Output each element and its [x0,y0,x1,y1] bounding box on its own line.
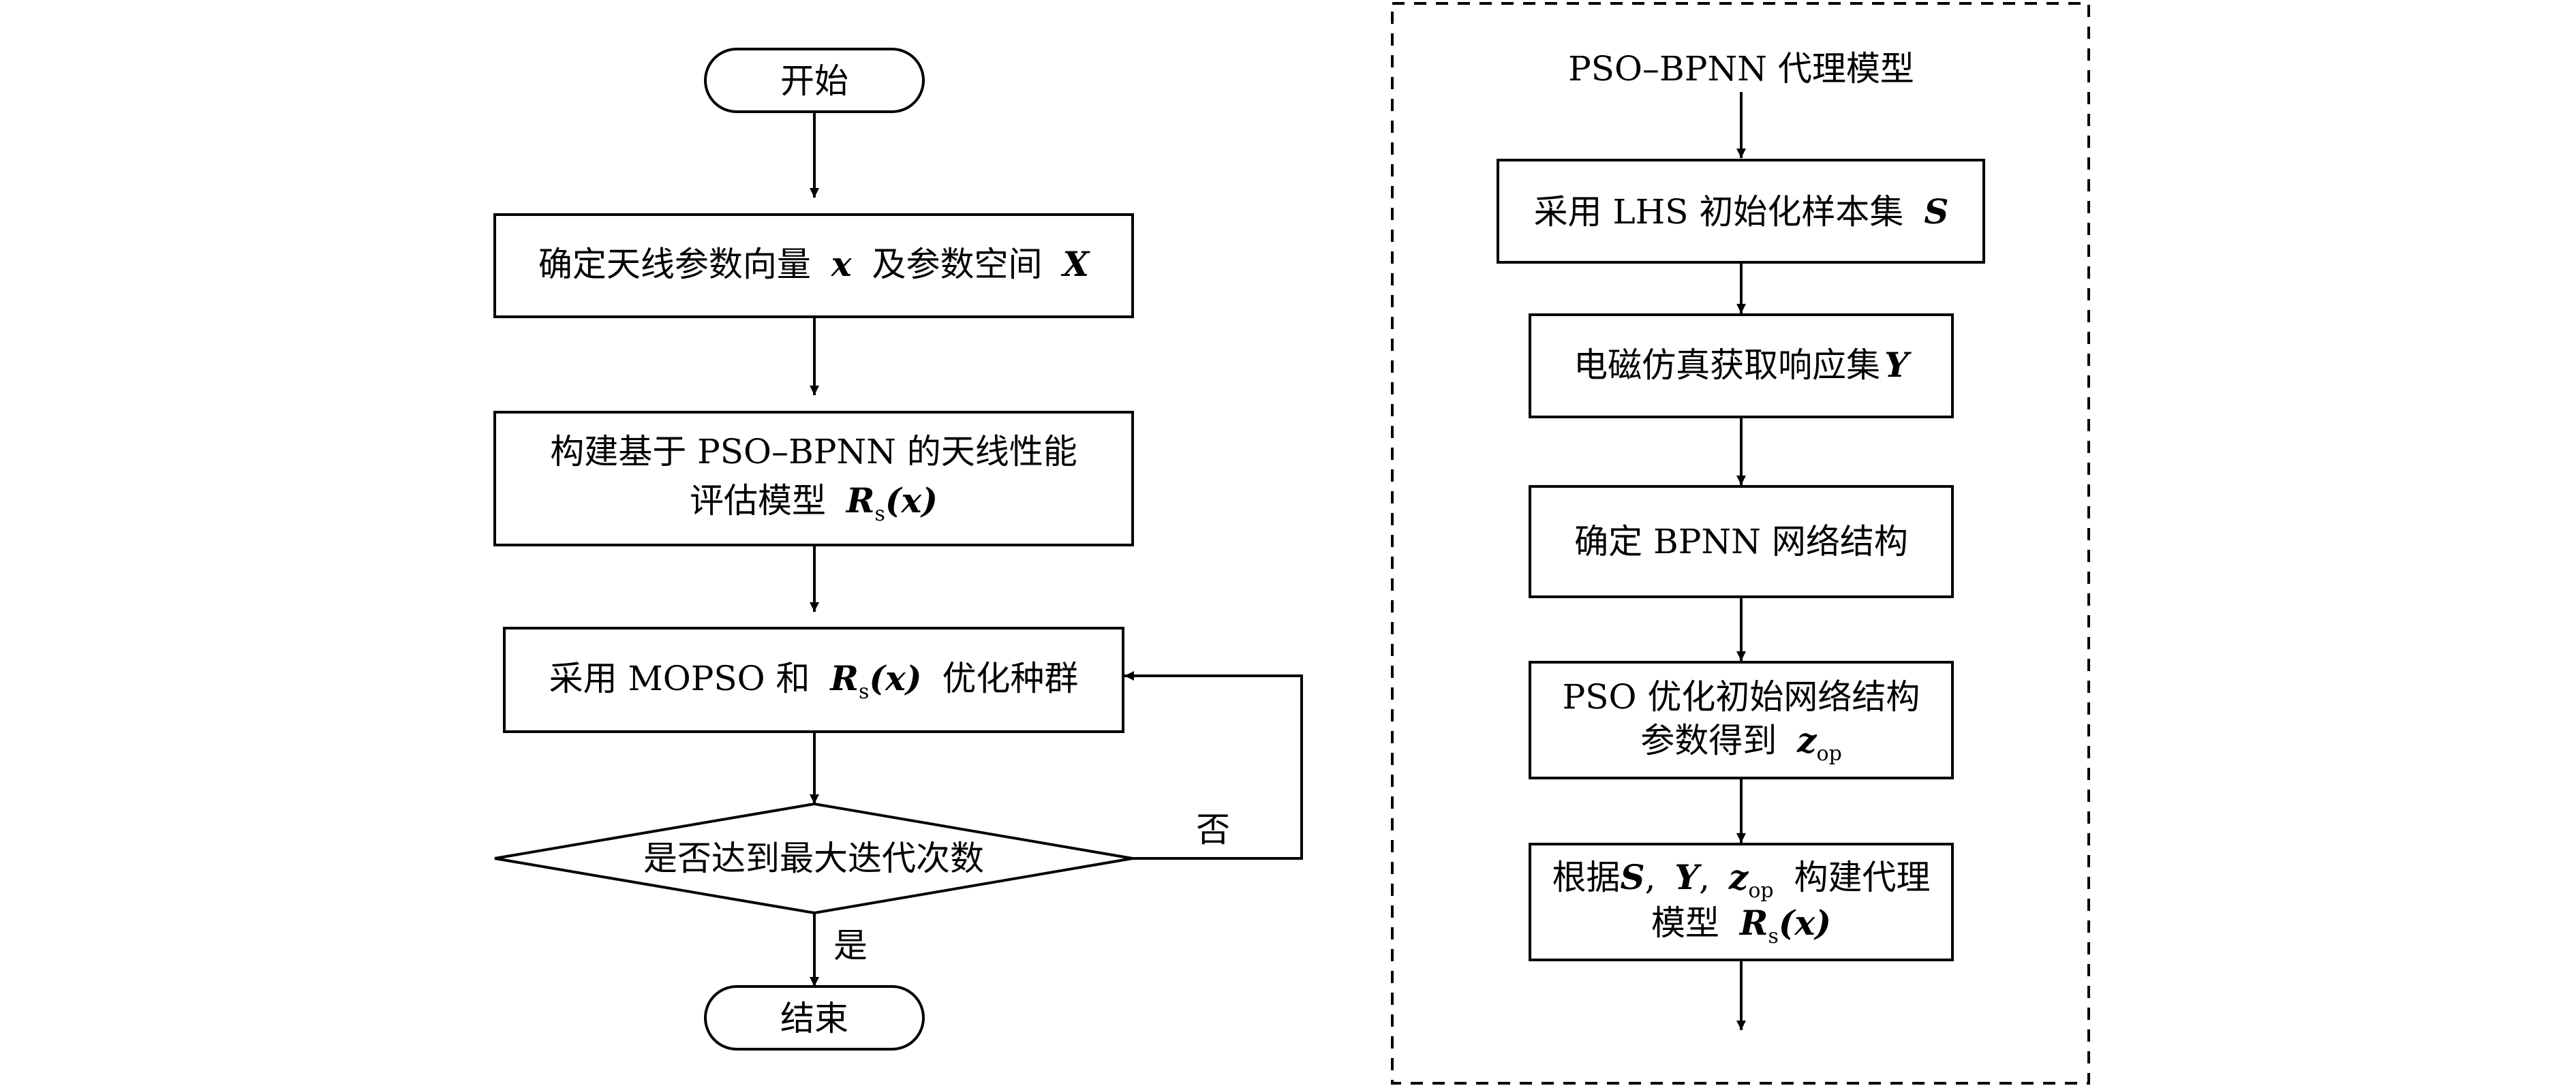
surrogate-model-title: PSO–BPNN 代理模型 [1568,49,1914,89]
build-surrogate-line1: 根据S, Y, zop 构建代理 [1552,857,1930,905]
define-parameters-box [493,213,1134,318]
optimize-population-text: 采用 MOPSO 和 Rs(x) 优化种群 [549,658,1079,704]
decision-label: 是否达到最大迭代次数 [643,839,984,878]
yes-label: 是 [833,926,868,965]
em-simulation-box [1529,313,1954,418]
pso-optimize-line2: 参数得到 zop [1640,720,1842,766]
surrogate-model-dashed-frame [1391,2,2090,1085]
no-label: 否 [1196,810,1230,850]
start-label: 开始 [780,61,848,101]
bpnn-structure-text: 确定 BPNN 网络结构 [1574,522,1908,561]
define-parameters-text: 确定天线参数向量 x 及参数空间 X [538,244,1091,284]
build-model-line2: 评估模型 Rs(x) [690,480,938,526]
end-label: 结束 [780,999,848,1038]
bpnn-structure-box [1529,485,1954,598]
pso-optimize-box [1529,661,1954,779]
end-terminal [704,985,925,1051]
build-surrogate-line2: 模型 Rs(x) [1651,903,1831,948]
lhs-sample-text: 采用 LHS 初始化样本集 S [1534,191,1949,232]
pso-optimize-line1: PSO 优化初始网络结构 [1563,677,1920,717]
loop-back-arrow [1124,671,1303,860]
build-surrogate-box [1529,843,1954,961]
lhs-sample-box [1497,159,1985,264]
left-flowchart: 开始 确定天线参数向量 x 及参数空间 X 构建基于 PSO–BPNN 的天线性… [493,48,1303,1051]
build-model-line1: 构建基于 PSO–BPNN 的天线性能 [550,432,1077,471]
optimize-population-box [503,627,1124,733]
